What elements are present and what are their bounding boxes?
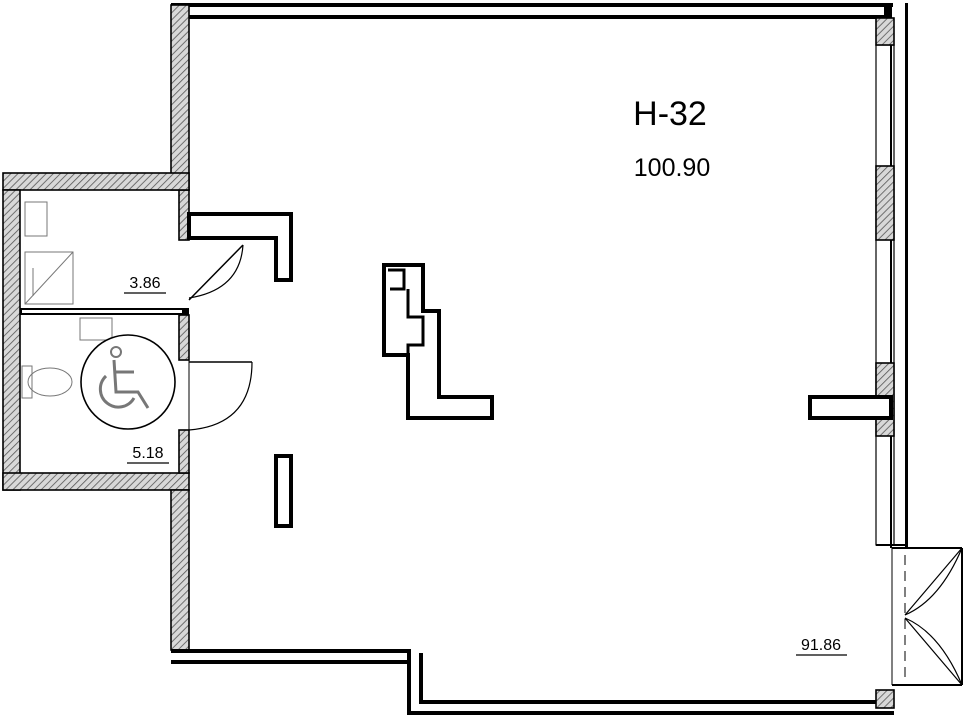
wall-top-inner — [188, 15, 888, 19]
facade-line-inner — [890, 3, 892, 548]
wall-bottom-step — [407, 649, 411, 715]
central-column — [382, 263, 494, 420]
wall-top — [171, 3, 893, 7]
jamb-bath2-lower — [178, 429, 190, 474]
central-column-inner — [388, 268, 406, 291]
partition-l-shape — [187, 212, 293, 282]
door-bath1-leaf — [188, 244, 244, 301]
central-column-core — [406, 289, 425, 355]
entrance-door-arc-top — [904, 547, 963, 616]
toilet-bowl — [27, 367, 73, 397]
wheelchair-icon — [80, 334, 176, 430]
unit-name: Н-32 — [633, 95, 707, 133]
room-area-main-hall: 91.86 — [801, 637, 841, 654]
facade-line-outer — [905, 3, 908, 548]
wall-bath-top — [2, 172, 190, 191]
facade-pier-1 — [875, 17, 895, 46]
jamb-bath1-lower — [178, 314, 190, 361]
wall-bottom-left — [171, 649, 411, 653]
facade-pier-2 — [875, 165, 895, 241]
sink-fixture — [24, 201, 48, 237]
wall-bottom-right-inner — [419, 700, 889, 704]
wall-bottom-left-inner — [171, 660, 407, 664]
wall-bath-left — [2, 189, 21, 491]
shower-diagonal — [24, 251, 74, 305]
partition-right-stub — [808, 395, 893, 420]
room-area-bathroom-accessible: 5.18 — [132, 445, 163, 462]
wall-bottom-right — [407, 711, 894, 715]
wall-bottom-step-inner — [419, 653, 423, 703]
wall-left-upper — [170, 4, 190, 191]
toilet-tank — [21, 365, 33, 399]
partition-small-vertical — [274, 454, 293, 528]
door-bath2-arc — [188, 361, 253, 431]
wall-top-cap — [884, 3, 892, 19]
door-bath1-arc — [188, 244, 244, 299]
wall-bottom-cap — [875, 689, 895, 709]
sink-fixture-2 — [79, 317, 113, 341]
wall-left-lower — [170, 489, 190, 651]
entrance-door-leaf-bottom — [904, 617, 963, 686]
room-area-bathroom-small: 3.86 — [129, 275, 160, 292]
entrance-door-arc-bottom — [904, 617, 963, 686]
unit-total-area: 100.90 — [634, 154, 710, 182]
entrance-door-leaf-top — [904, 547, 963, 616]
wall-bath-bottom — [2, 472, 190, 491]
shower-tray — [24, 251, 74, 305]
wall-bath-divider-inner — [22, 310, 182, 313]
